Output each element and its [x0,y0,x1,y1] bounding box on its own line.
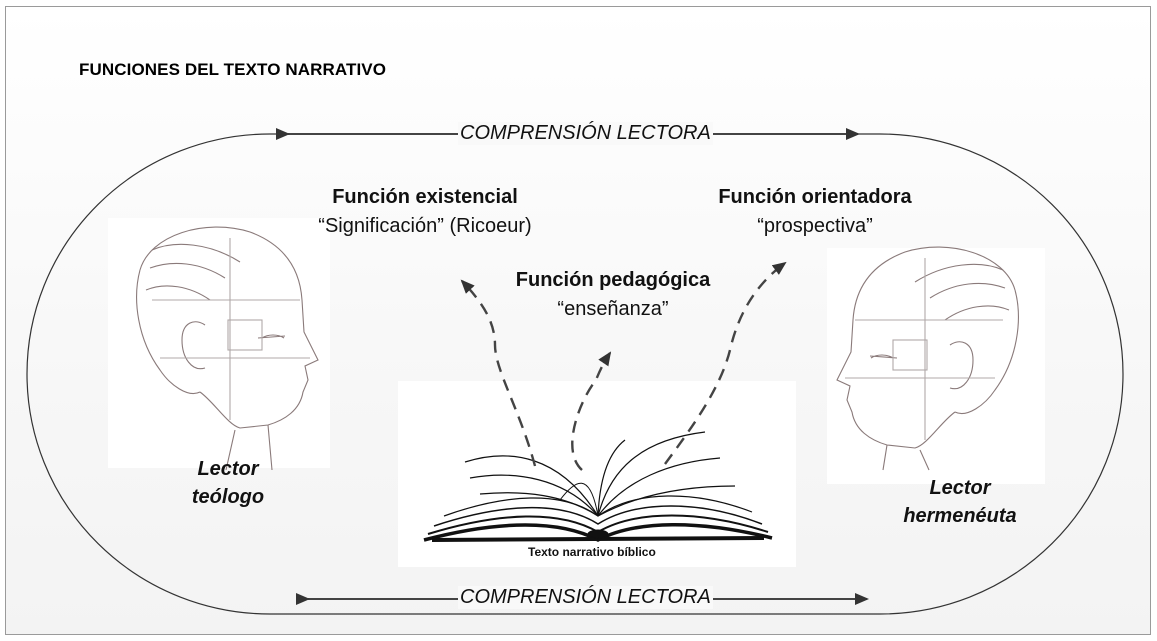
book-caption: Texto narrativo bíblico [528,545,656,559]
funcion-orientadora-subtitle: “prospectiva” [757,215,873,237]
arrow-pedagogica [571,351,612,471]
comprension-bottom-label: COMPRENSIÓN LECTORA [458,586,713,609]
reader-left: Lector teólogo [168,455,288,511]
funcion-orientadora-title: Función orientadora [718,186,912,208]
ellipse-outline [26,133,1124,615]
reader-right-line1: Lector [929,477,991,499]
reader-left-line2: teólogo [191,486,265,508]
reader-right: Lector hermenéuta [880,474,1040,530]
funcion-orientadora: Función orientadora “prospectiva” [680,186,950,238]
funcion-pedagogica: Función pedagógica “enseñanza” [490,269,736,321]
comprension-top-label: COMPRENSIÓN LECTORA [458,122,713,145]
diagram-title: FUNCIONES DEL TEXTO NARRATIVO [79,60,387,79]
head-sketch-left-icon [108,218,330,471]
funcion-pedagogica-title: Función pedagógica [515,269,711,291]
head-sketch-right-icon [827,246,1045,484]
reader-right-line2: hermenéuta [903,505,1017,527]
reader-left-line1: Lector [197,458,259,480]
funcion-existencial-title: Función existencial [332,186,518,208]
arrow-existencial [460,279,537,467]
arrow-orientadora [664,261,787,465]
funcion-existencial-subtitle: “Significación” (Ricoeur) [318,215,532,237]
funcion-pedagogica-subtitle: “enseñanza” [557,298,669,320]
open-book-icon [423,431,773,542]
funcion-existencial: Función existencial “Significación” (Ric… [275,186,575,238]
